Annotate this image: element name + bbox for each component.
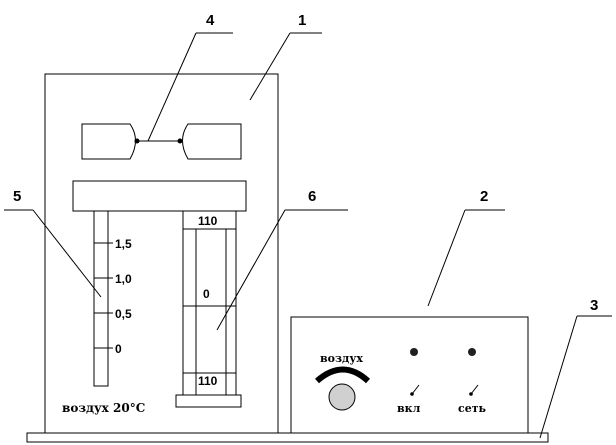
flow-scale: 1,5 1,0 0,5 0 [93,210,132,387]
callout-number-2: 2 [480,188,488,205]
manometer-bottom-label: 110 [198,374,218,388]
callout-number-5: 5 [13,188,21,205]
flow-scale-bar [93,210,109,387]
knob-arc-indicator [315,366,371,384]
callout-leader [249,32,291,101]
callout-leader [147,32,197,142]
callout-leader [32,209,102,298]
callout-leader [216,209,286,331]
callout-leader [427,209,466,307]
on-switch-lever[interactable] [411,384,420,395]
right-bearing-block [182,123,242,160]
right-pivot-point [177,138,183,144]
manometer-zero-label: 0 [203,287,210,301]
on-switch-label: вкл [397,402,421,415]
manometer-top-label: 110 [198,214,218,228]
crossbar [72,180,247,212]
callout-number-3: 3 [590,297,598,314]
callout-number-6: 6 [308,188,316,205]
air-flow-knob[interactable] [328,383,356,411]
main-stand [44,73,279,434]
manometer-foot [175,394,242,408]
manometer-frame [182,210,237,396]
callout-number-4: 4 [206,12,215,29]
scale-tick-label: 0 [115,342,122,356]
manometer: 110 0 110 [175,210,242,408]
base-plate [26,432,549,443]
mains-switch-label: сеть [458,402,487,415]
left-bearing-block [81,123,136,160]
callout-number-1: 1 [298,12,306,29]
scale-tick-label: 1,5 [115,237,132,251]
left-pivot-point [134,138,140,144]
air-temperature-caption: воздух 20°С [62,401,145,415]
callout-leader [539,315,578,439]
scale-tick-label: 1,0 [115,272,132,286]
air-knob-label: воздух [320,352,363,365]
mains-indicator-lamp [468,348,476,356]
power-indicator-lamp [410,348,418,356]
control-unit: воздух вкл сеть [290,316,529,434]
mains-switch-lever[interactable] [470,384,479,395]
callouts: 1 4 5 6 2 3 [4,12,612,439]
scale-tick-label: 0,5 [115,307,132,321]
air-bearing-assembly [81,123,242,160]
